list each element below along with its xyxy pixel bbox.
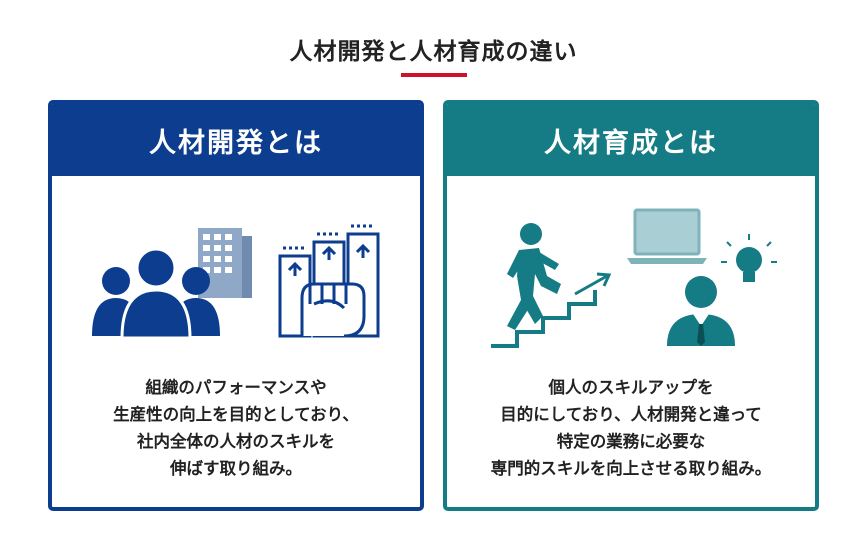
description-line: 目的にしており、人材開発と違って xyxy=(500,405,762,424)
development-description: 組織のパフォーマンスや 生産性の向上を目的としており、 社内全体の人材のスキルを… xyxy=(52,374,420,482)
growth-fist-icon xyxy=(278,224,380,338)
description-line: 伸ばす取り組み。 xyxy=(170,459,302,478)
development-card-heading: 人材開発とは xyxy=(52,104,420,176)
development-card: 人材開発とは xyxy=(48,100,424,511)
people-group-icon xyxy=(92,247,220,340)
page-title: 人材開発と人材育成の違い xyxy=(289,39,578,65)
lightbulb-icon xyxy=(721,234,777,282)
description-line: 組織のパフォーマンスや xyxy=(145,378,327,397)
description-line: 社内全体の人材のスキルを xyxy=(137,432,335,451)
description-line: 生産性の向上を目的としており、 xyxy=(113,405,359,424)
description-line: 個人のスキルアップを xyxy=(548,378,714,397)
development-illustration xyxy=(92,224,380,340)
training-description: 個人のスキルアップを 目的にしており、人材開発と違って 特定の業務に必要な 専門… xyxy=(447,374,815,482)
training-illustration xyxy=(491,208,777,348)
laptop-icon xyxy=(627,208,707,264)
training-card-heading: 人材育成とは xyxy=(447,104,815,176)
title-underline xyxy=(401,73,467,77)
person-climbing-stairs-icon xyxy=(491,223,612,348)
businessman-icon xyxy=(667,276,735,346)
description-line: 専門的スキルを向上させる取り組み。 xyxy=(490,459,772,478)
description-line: 特定の業務に必要な xyxy=(556,432,706,451)
training-card: 人材育成とは xyxy=(443,100,819,511)
